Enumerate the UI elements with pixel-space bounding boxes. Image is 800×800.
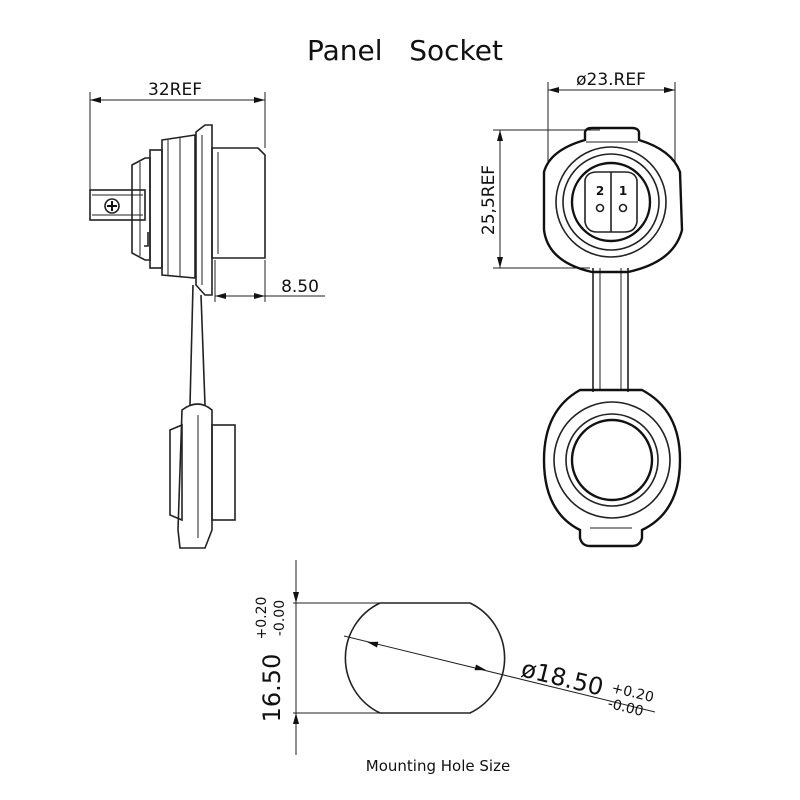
mounting-hole-caption: Mounting Hole Size <box>366 757 510 775</box>
cap-ring-middle <box>565 413 659 507</box>
tol-flat-minus: -0.00 <box>272 600 288 636</box>
arrow-head <box>474 664 486 671</box>
arrow-head <box>664 87 675 93</box>
dim-32ref-label: 32REF <box>148 80 202 100</box>
cap-side <box>177 403 213 549</box>
cap-front <box>211 424 236 521</box>
pin-label-1: 1 <box>619 184 627 198</box>
cap-ring-inner <box>570 418 654 502</box>
hole-dia-annotation: ø18.50 +0.20 -0.00 <box>519 655 656 720</box>
pin-insert <box>584 171 638 233</box>
dim-height-ref-label: 25,5REF <box>479 165 499 235</box>
tol-flat-plus: +0.20 <box>254 597 270 640</box>
lock-nut <box>149 149 163 269</box>
screw-icon <box>104 198 120 214</box>
front-view: ø23.REF 25,5REF 2 1 <box>479 70 684 548</box>
cap-outline <box>542 388 682 548</box>
strap-line <box>200 294 206 406</box>
socket-outline <box>542 126 684 274</box>
side-view: 32REF 8.50 <box>89 80 325 549</box>
pin-label-2: 2 <box>596 184 604 198</box>
strap-line <box>189 284 194 406</box>
arrow-head <box>215 293 226 299</box>
mounting-hole-outline <box>344 602 506 714</box>
panel-flange <box>195 124 213 296</box>
arrow-head <box>367 641 379 648</box>
nut-detail <box>144 232 149 247</box>
arrow-head <box>293 592 299 603</box>
dim-8-50-label: 8.50 <box>281 277 319 297</box>
arrow-head <box>497 257 503 268</box>
dim-dia-ref-label: ø23.REF <box>576 70 646 90</box>
arrow-head <box>293 713 299 724</box>
socket-ring-middle <box>562 153 660 251</box>
pin-contact <box>618 203 628 213</box>
dim-line-hole-dia <box>343 635 656 713</box>
dim-hole-dia-label: ø18.50 <box>519 655 607 702</box>
dim-hole-flat-label: 16.50 <box>258 654 286 723</box>
strap-inner <box>599 268 622 390</box>
pin-contact <box>595 203 605 213</box>
cap-ring-outer <box>553 401 671 519</box>
socket-ring-inner <box>570 161 652 243</box>
arrow-head <box>90 97 101 103</box>
cap-rim <box>169 423 183 522</box>
arrow-head <box>254 97 265 103</box>
arrow-head <box>254 293 265 299</box>
arrow-head <box>548 87 559 93</box>
arrow-head <box>497 130 503 141</box>
socket-ring-outer <box>555 146 667 258</box>
rear-terminal <box>89 189 146 221</box>
drawing-title: Panel Socket <box>307 34 503 67</box>
mounting-hole-view: 16.50 +0.20 -0.00 ø18.50 +0.20 -0.00 <box>254 560 656 755</box>
front-face <box>211 147 266 259</box>
socket-body <box>161 134 196 279</box>
